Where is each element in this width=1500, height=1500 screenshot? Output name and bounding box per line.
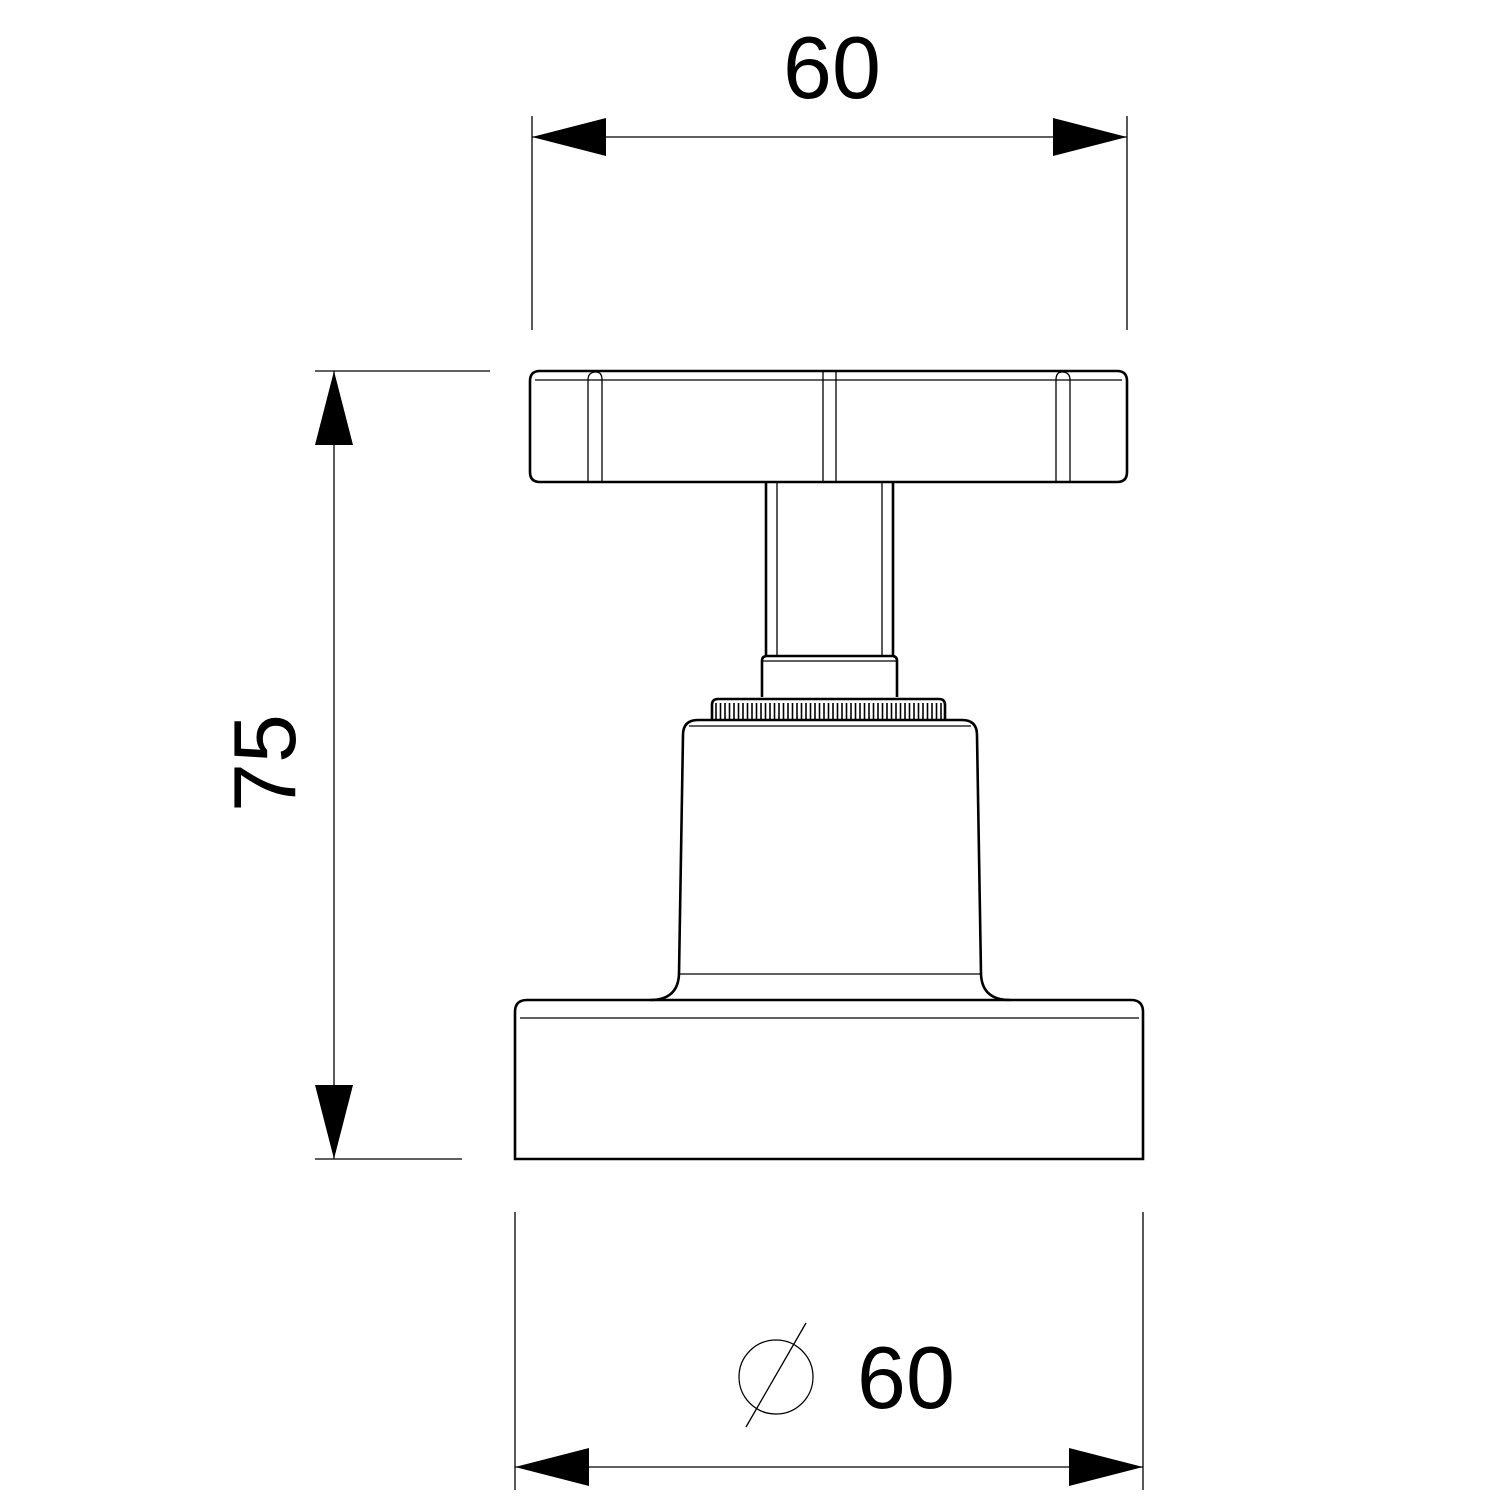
base-diameter-dimension: 60 (514, 1212, 1144, 1490)
height-dimension: 75 (215, 370, 490, 1160)
body-fillet-right (979, 973, 1011, 1002)
stem (760, 482, 899, 697)
base-diameter-value: 60 (857, 1328, 955, 1427)
knurl-outline (710, 697, 947, 720)
base-arrow-left (515, 1448, 589, 1486)
height-value: 75 (215, 714, 314, 812)
base-arrow-right (1069, 1448, 1143, 1486)
top-width-value: 60 (783, 18, 881, 117)
body-fillet-left (649, 973, 681, 1002)
handle-groove-left (587, 371, 603, 482)
handle-groove-right (1055, 371, 1071, 482)
top-width-dimension: 60 (531, 18, 1128, 330)
stem-collar (760, 654, 899, 697)
base (513, 998, 1145, 1161)
handle-outline (528, 369, 1129, 484)
knurl-lines (715, 703, 942, 720)
base-outline (513, 998, 1145, 1161)
top-arrow-left (532, 118, 606, 156)
handle (528, 369, 1129, 484)
body-outline (677, 718, 983, 975)
height-arrow-top (315, 371, 353, 445)
body (649, 718, 1011, 1002)
top-arrow-right (1053, 118, 1127, 156)
diameter-symbol-icon (738, 1322, 814, 1428)
height-arrow-bottom (315, 1085, 353, 1159)
knurled-ring (710, 697, 947, 720)
